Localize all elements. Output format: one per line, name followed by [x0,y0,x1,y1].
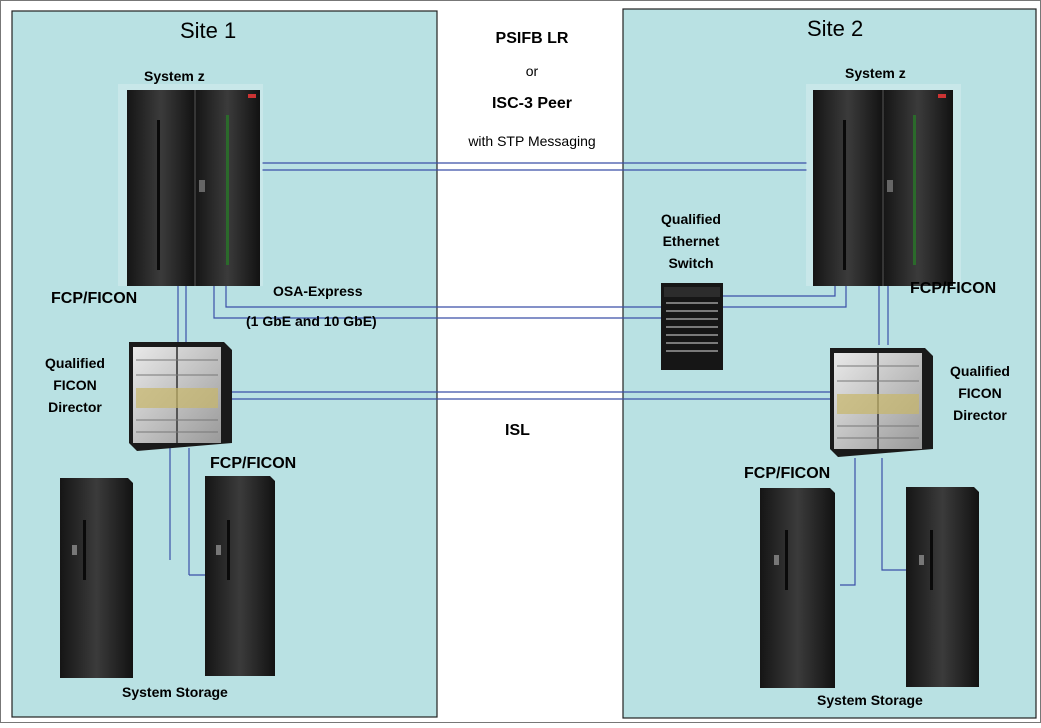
switch-label-line2: Ethernet [662,233,720,249]
osa-label: OSA-Express [273,283,363,299]
site1-fcp-upper: FCP/FICON [51,290,138,307]
site1-fcp-lower: FCP/FICON [210,455,297,472]
ethernet-switch-icon [661,283,723,370]
storage-rack-icon [60,478,133,678]
site2-director-line1: Qualified [950,363,1010,379]
site1-director-label: Qualified FICON Director [30,352,120,418]
isc-label: ISC-3 Peer [491,95,573,112]
site1-storage-label: System Storage [122,684,228,700]
site1-director-line1: Qualified [45,355,105,371]
storage-rack-icon [760,488,835,688]
ficon-director-icon [830,348,933,457]
switch-label-line3: Switch [668,255,714,271]
system-z-mainframe-icon [118,84,263,286]
site1-system-label: System z [144,68,205,84]
ficon-director-icon [129,342,232,451]
isl-label: ISL [505,422,530,439]
site2-director-line2: FICON [958,385,1002,401]
site2-fcp-lower: FCP/FICON [744,465,831,482]
psifb-label: PSIFB LR [495,30,569,47]
storage-rack-icon [906,487,979,687]
switch-label: Qualified Ethernet Switch [641,208,741,274]
site2-title: Site 2 [807,16,864,41]
or-label: or [525,63,539,79]
osa-speed-label: (1 GbE and 10 GbE) [246,313,377,329]
site2-system-label: System z [845,65,906,81]
site1-director-line2: FICON [53,377,97,393]
stp-label: with STP Messaging [468,133,596,149]
switch-label-line1: Qualified [661,211,721,227]
site1-director-line3: Director [48,399,102,415]
site1-title: Site 1 [180,18,237,43]
site2-fcp-upper: FCP/FICON [910,280,997,297]
site2-storage-label: System Storage [817,692,923,708]
storage-rack-icon [205,476,275,676]
site2-director-label: Qualified FICON Director [935,360,1025,426]
system-z-mainframe-icon [806,84,961,286]
site2-director-line3: Director [953,407,1007,423]
